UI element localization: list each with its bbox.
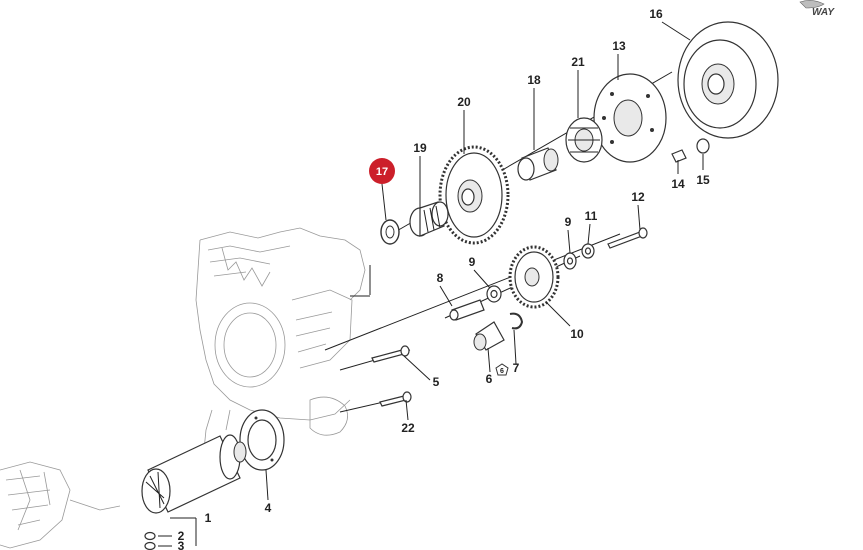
label-part-16[interactable]: 16 xyxy=(649,7,663,21)
part-labels: 16 13 21 18 20 19 14 15 12 11 9 9 8 10 6… xyxy=(178,7,710,550)
label-part-5[interactable]: 5 xyxy=(433,375,440,389)
label-part-12[interactable]: 12 xyxy=(631,190,645,204)
label-part-14[interactable]: 14 xyxy=(671,177,685,191)
label-part-8[interactable]: 8 xyxy=(437,271,444,285)
starter-area-sketch xyxy=(0,461,121,549)
part-8-shaft xyxy=(449,299,485,321)
pentagon-marker-label: 6 xyxy=(500,368,504,375)
label-part-18[interactable]: 18 xyxy=(527,73,541,87)
part-11-nut xyxy=(581,243,595,259)
part-12-bolt xyxy=(607,227,648,249)
part-1-starter-motor xyxy=(141,434,247,514)
label-part-13[interactable]: 13 xyxy=(612,39,626,53)
part-7-circlip xyxy=(509,312,524,330)
logo-text: WAY xyxy=(812,7,835,18)
part-14-pin xyxy=(671,149,687,163)
part-22-bolt xyxy=(379,391,412,407)
engine-casing-sketch xyxy=(195,227,366,451)
callout-17-highlight[interactable]: 17 xyxy=(369,158,395,184)
label-part-1[interactable]: 1 xyxy=(205,511,212,525)
part-4-gasket xyxy=(239,409,285,471)
label-part-10[interactable]: 10 xyxy=(570,327,584,341)
part-17-washer xyxy=(380,219,400,245)
part-18-bushing xyxy=(517,147,559,181)
part-20-large-gear xyxy=(438,145,510,245)
part-9-washer-left xyxy=(486,285,502,303)
part-16-flywheel xyxy=(677,21,779,139)
label-part-9-left[interactable]: 9 xyxy=(469,255,476,269)
part-3-washer xyxy=(144,541,156,550)
label-part-9-right[interactable]: 9 xyxy=(565,215,572,229)
label-part-19[interactable]: 19 xyxy=(413,141,427,155)
part-9-washer-right xyxy=(563,252,577,270)
brand-logo: WAY xyxy=(799,0,835,18)
label-part-7[interactable]: 7 xyxy=(513,361,520,375)
label-part-4[interactable]: 4 xyxy=(265,501,272,515)
part-5-bolt xyxy=(371,345,410,363)
label-part-22[interactable]: 22 xyxy=(401,421,415,435)
label-part-2[interactable]: 2 xyxy=(178,529,185,543)
part-21-freewheel xyxy=(565,117,603,163)
part-10-intermediate-gear xyxy=(508,245,560,309)
label-part-15[interactable]: 15 xyxy=(696,173,710,187)
leader-lines xyxy=(158,21,704,547)
part-6-pinion-gear xyxy=(473,321,505,351)
label-part-20[interactable]: 20 xyxy=(457,95,471,109)
highlight-circle xyxy=(369,158,395,184)
label-part-3[interactable]: 3 xyxy=(178,539,185,550)
part-13-flange-plate xyxy=(593,73,667,163)
label-part-11[interactable]: 11 xyxy=(585,209,598,223)
part-15-ring xyxy=(696,138,710,154)
highlight-label: 17 xyxy=(376,166,388,178)
pentagon-marker-icon: 6 xyxy=(495,363,509,376)
label-part-6[interactable]: 6 xyxy=(486,372,493,386)
part-2-nut xyxy=(144,531,156,541)
label-part-21[interactable]: 21 xyxy=(571,55,585,69)
part-19-needle-bearing xyxy=(409,201,449,237)
